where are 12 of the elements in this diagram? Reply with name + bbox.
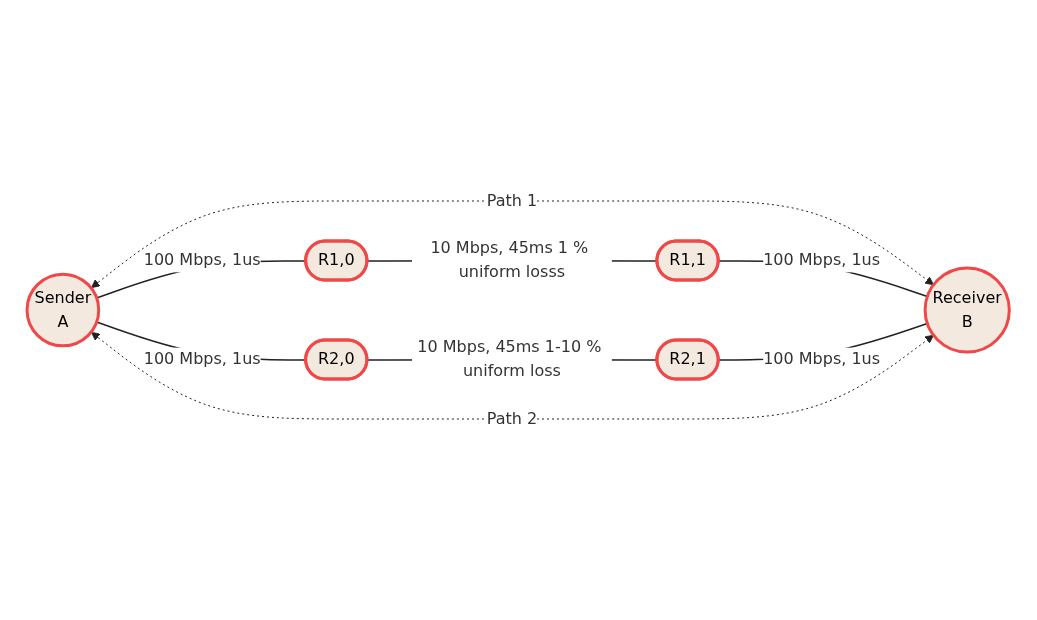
node-circle: Sender A [25, 272, 101, 348]
arrow [91, 331, 935, 420]
edge-label: 100 Mbps, 1us [144, 349, 261, 369]
edge-label: 10 Mbps, 45ms 1 % uniform losss [430, 238, 589, 282]
arrow [91, 200, 935, 289]
node-circle: Receiver B [923, 266, 1012, 354]
edge-label: 10 Mbps, 45ms 1-10 % uniform loss [417, 337, 602, 381]
edge-label: Path 1 [487, 191, 538, 210]
edge-label: Path 2 [487, 408, 538, 428]
edge-label: 100 Mbps, 1us [763, 250, 881, 270]
edge-label: 100 Mbps, 1us [763, 349, 881, 369]
edge-label: 100 Mbps, 1us [144, 250, 261, 270]
